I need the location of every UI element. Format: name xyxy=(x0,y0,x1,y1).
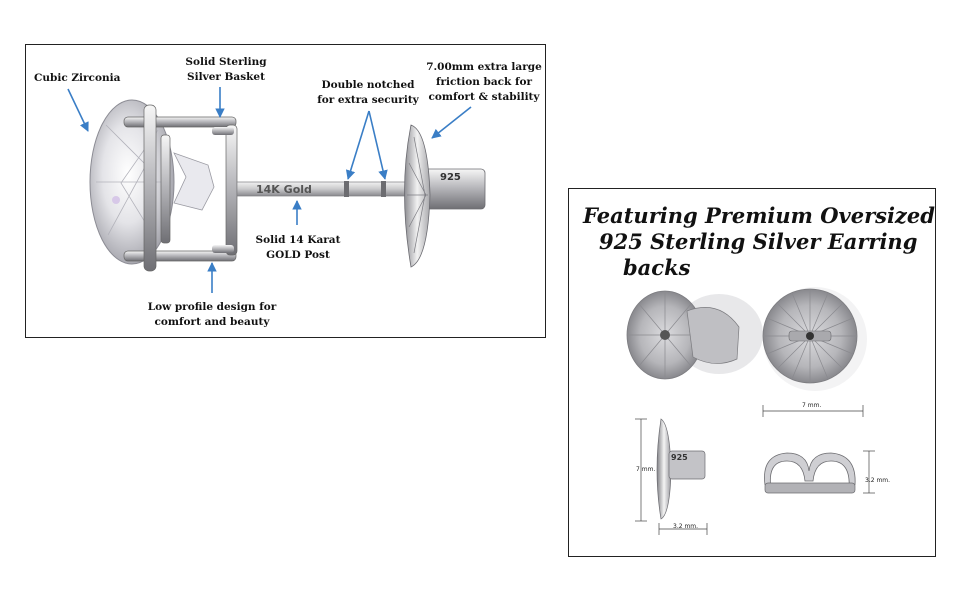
label-silver-basket: Solid Sterling Silver Basket xyxy=(185,56,267,83)
label-cubic-zirconia: Cubic Zirconia xyxy=(34,72,121,84)
back-front-view xyxy=(762,287,867,417)
back-side-view xyxy=(635,418,708,535)
earring-illustration xyxy=(67,87,486,293)
dimension-thickness: 3.2 mm. xyxy=(673,523,699,530)
headline-line-3: backs xyxy=(623,255,691,280)
arrow-cubic-zirconia xyxy=(67,88,89,132)
headline-line-2: 925 Sterling Silver Earring xyxy=(599,229,918,254)
arrow-notch-2 xyxy=(368,110,388,180)
label-double-notched: Double notched for extra security xyxy=(317,79,419,106)
post-engraving: 14K Gold xyxy=(256,183,312,196)
headline-line-1: Featuring Premium Oversized xyxy=(583,203,935,228)
back-loop-view xyxy=(764,450,875,494)
label-friction-back: 7.00mm extra large friction back for com… xyxy=(426,61,542,103)
label-low-profile: Low profile design for comfort and beaut… xyxy=(147,301,277,328)
dimension-loop-height: 3.2 mm. xyxy=(865,477,891,484)
silver-basket xyxy=(123,104,238,272)
label-gold-post: Solid 14 Karat GOLD Post xyxy=(255,234,341,261)
earring-backs-panel: Featuring Premium Oversized 925 Sterling… xyxy=(568,188,936,557)
back-angled-view xyxy=(626,290,763,380)
earring-anatomy-diagram: 14K Gold 925 Cubic Zirconia Solid Sterli… xyxy=(25,44,546,338)
arrow-friction-back xyxy=(431,106,472,139)
dimension-height: 7 mm. xyxy=(636,466,656,473)
dimension-width: 7 mm. xyxy=(802,402,822,409)
back-stamp: 925 xyxy=(440,172,461,183)
friction-back xyxy=(404,124,486,268)
earring-backs-illustration xyxy=(626,287,875,535)
side-stamp: 925 xyxy=(671,453,688,462)
arrow-notch-1 xyxy=(345,110,370,180)
